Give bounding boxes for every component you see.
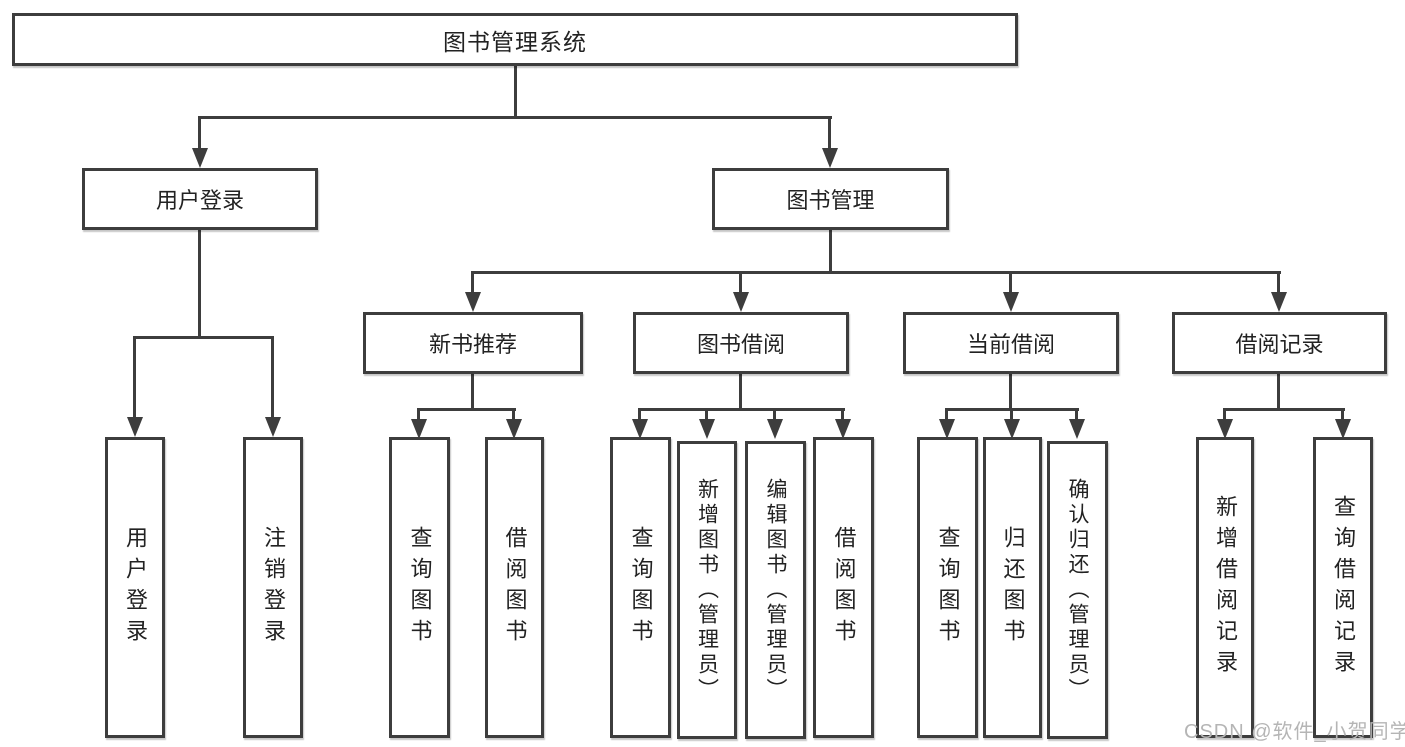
arrow-down-connector	[835, 408, 851, 439]
leaf-add-books-admin-label: 新增图书（管理员）	[695, 477, 719, 703]
arrow-down-connector	[465, 271, 481, 312]
leaf-query-books-recommend: 查询图书	[389, 437, 450, 738]
arrow-down-connector	[265, 336, 281, 437]
arrow-down-connector	[632, 408, 648, 439]
arrow-down-connector	[1004, 408, 1020, 439]
arrow-down-connector	[733, 271, 749, 312]
leaf-return-books-label: 归还图书	[1000, 525, 1026, 650]
connector-line	[1009, 372, 1012, 410]
node-root-label: 图书管理系统	[443, 28, 587, 55]
node-book-management-label: 图书管理	[786, 188, 875, 213]
connector-line	[1223, 408, 1345, 411]
leaf-logout-label: 注销登录	[261, 525, 286, 650]
node-book-borrowing: 图书借阅	[633, 312, 849, 374]
arrow-down-connector	[127, 336, 143, 437]
connector-line	[1277, 372, 1280, 410]
node-user-login-label: 用户登录	[155, 188, 244, 213]
leaf-edit-books-admin-label: 编辑图书（管理员）	[764, 477, 787, 703]
arrow-down-connector	[411, 408, 427, 439]
arrow-down-connector	[1069, 408, 1085, 439]
arrow-down-connector	[767, 408, 783, 439]
leaf-borrow-books-recommend: 借阅图书	[485, 437, 544, 738]
leaf-logout: 注销登录	[243, 437, 303, 738]
arrow-down-connector	[1271, 271, 1287, 312]
leaf-query-books-recommend-label: 查询图书	[407, 525, 433, 650]
leaf-add-books-admin: 新增图书（管理员）	[677, 441, 737, 739]
leaf-user-login: 用户登录	[105, 437, 165, 738]
node-new-book-recommendation: 新书推荐	[363, 312, 583, 374]
arrow-down-connector	[699, 408, 715, 439]
arrow-down-connector	[939, 408, 955, 439]
leaf-borrow-books-borrowing: 借阅图书	[813, 437, 874, 738]
arrow-down-connector	[192, 116, 208, 168]
node-borrowing-records: 借阅记录	[1172, 312, 1387, 374]
leaf-query-books-borrowing: 查询图书	[610, 437, 671, 738]
leaf-borrow-books-borrowing-label: 借阅图书	[831, 525, 857, 650]
leaf-query-books-current: 查询图书	[917, 437, 978, 738]
node-current-borrowing: 当前借阅	[903, 312, 1119, 374]
csdn-watermark: CSDN @软件_小贺同学	[1184, 721, 1405, 743]
node-book-management: 图书管理	[712, 168, 949, 230]
leaf-query-borrow-record: 查询借阅记录	[1313, 437, 1373, 738]
connector-line	[417, 408, 516, 411]
connector-line	[471, 372, 474, 410]
leaf-query-books-borrowing-label: 查询图书	[628, 525, 654, 650]
node-book-borrowing-label: 图书借阅	[696, 332, 785, 357]
arrow-down-connector	[1335, 408, 1351, 439]
leaf-edit-books-admin: 编辑图书（管理员）	[745, 441, 806, 739]
arrow-down-connector	[822, 116, 838, 168]
arrow-down-connector	[1003, 271, 1019, 312]
node-borrowing-records-label: 借阅记录	[1235, 332, 1324, 357]
leaf-add-borrow-record: 新增借阅记录	[1196, 437, 1254, 738]
leaf-confirm-return-admin-label: 确认归还（管理员）	[1066, 477, 1089, 703]
connector-line	[829, 228, 832, 273]
node-root-library-management-system: 图书管理系统	[12, 13, 1018, 66]
node-new-book-recommendation-label: 新书推荐	[428, 332, 517, 357]
leaf-query-borrow-record-label: 查询借阅记录	[1331, 494, 1356, 681]
leaf-return-books: 归还图书	[983, 437, 1042, 738]
leaf-query-books-current-label: 查询图书	[935, 525, 961, 650]
leaf-add-borrow-record-label: 新增借阅记录	[1213, 494, 1238, 681]
connector-line	[471, 271, 1281, 274]
connector-line	[638, 408, 845, 411]
leaf-borrow-books-recommend-label: 借阅图书	[502, 525, 528, 650]
connector-line	[133, 336, 274, 339]
connector-line	[198, 228, 201, 338]
connector-line	[739, 372, 742, 410]
arrow-down-connector	[1217, 408, 1233, 439]
node-current-borrowing-label: 当前借阅	[966, 332, 1055, 357]
arrow-down-connector	[506, 408, 522, 439]
connector-line	[514, 64, 517, 118]
leaf-user-login-label: 用户登录	[123, 525, 148, 650]
connector-line	[198, 116, 832, 119]
node-user-login: 用户登录	[82, 168, 318, 230]
leaf-confirm-return-admin: 确认归还（管理员）	[1047, 441, 1108, 739]
